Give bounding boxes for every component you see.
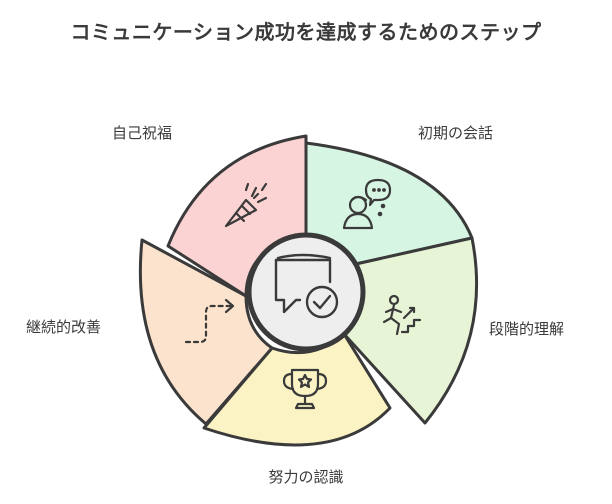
trophy-icon: [282, 368, 328, 410]
step-label-gradual-understanding: 段階的理解: [489, 320, 565, 338]
center-hub: [246, 232, 366, 352]
dashed-arrow-icon: [184, 298, 235, 344]
page-title: コミュニケーション成功を達成するためのステップ: [70, 20, 542, 44]
party-popper-icon: [224, 182, 268, 228]
step-label-continuous-improvement: 継続的改善: [26, 318, 102, 336]
step-label-effort-recognition: 努力の認識: [268, 468, 344, 486]
step-label-self-celebration: 自己祝福: [112, 124, 173, 142]
climbing-stairs-icon: [382, 294, 422, 336]
message-check-icon: [274, 253, 339, 319]
chat-person-icon: [342, 178, 392, 230]
step-label-initial-conversation: 初期の会話: [418, 124, 494, 142]
